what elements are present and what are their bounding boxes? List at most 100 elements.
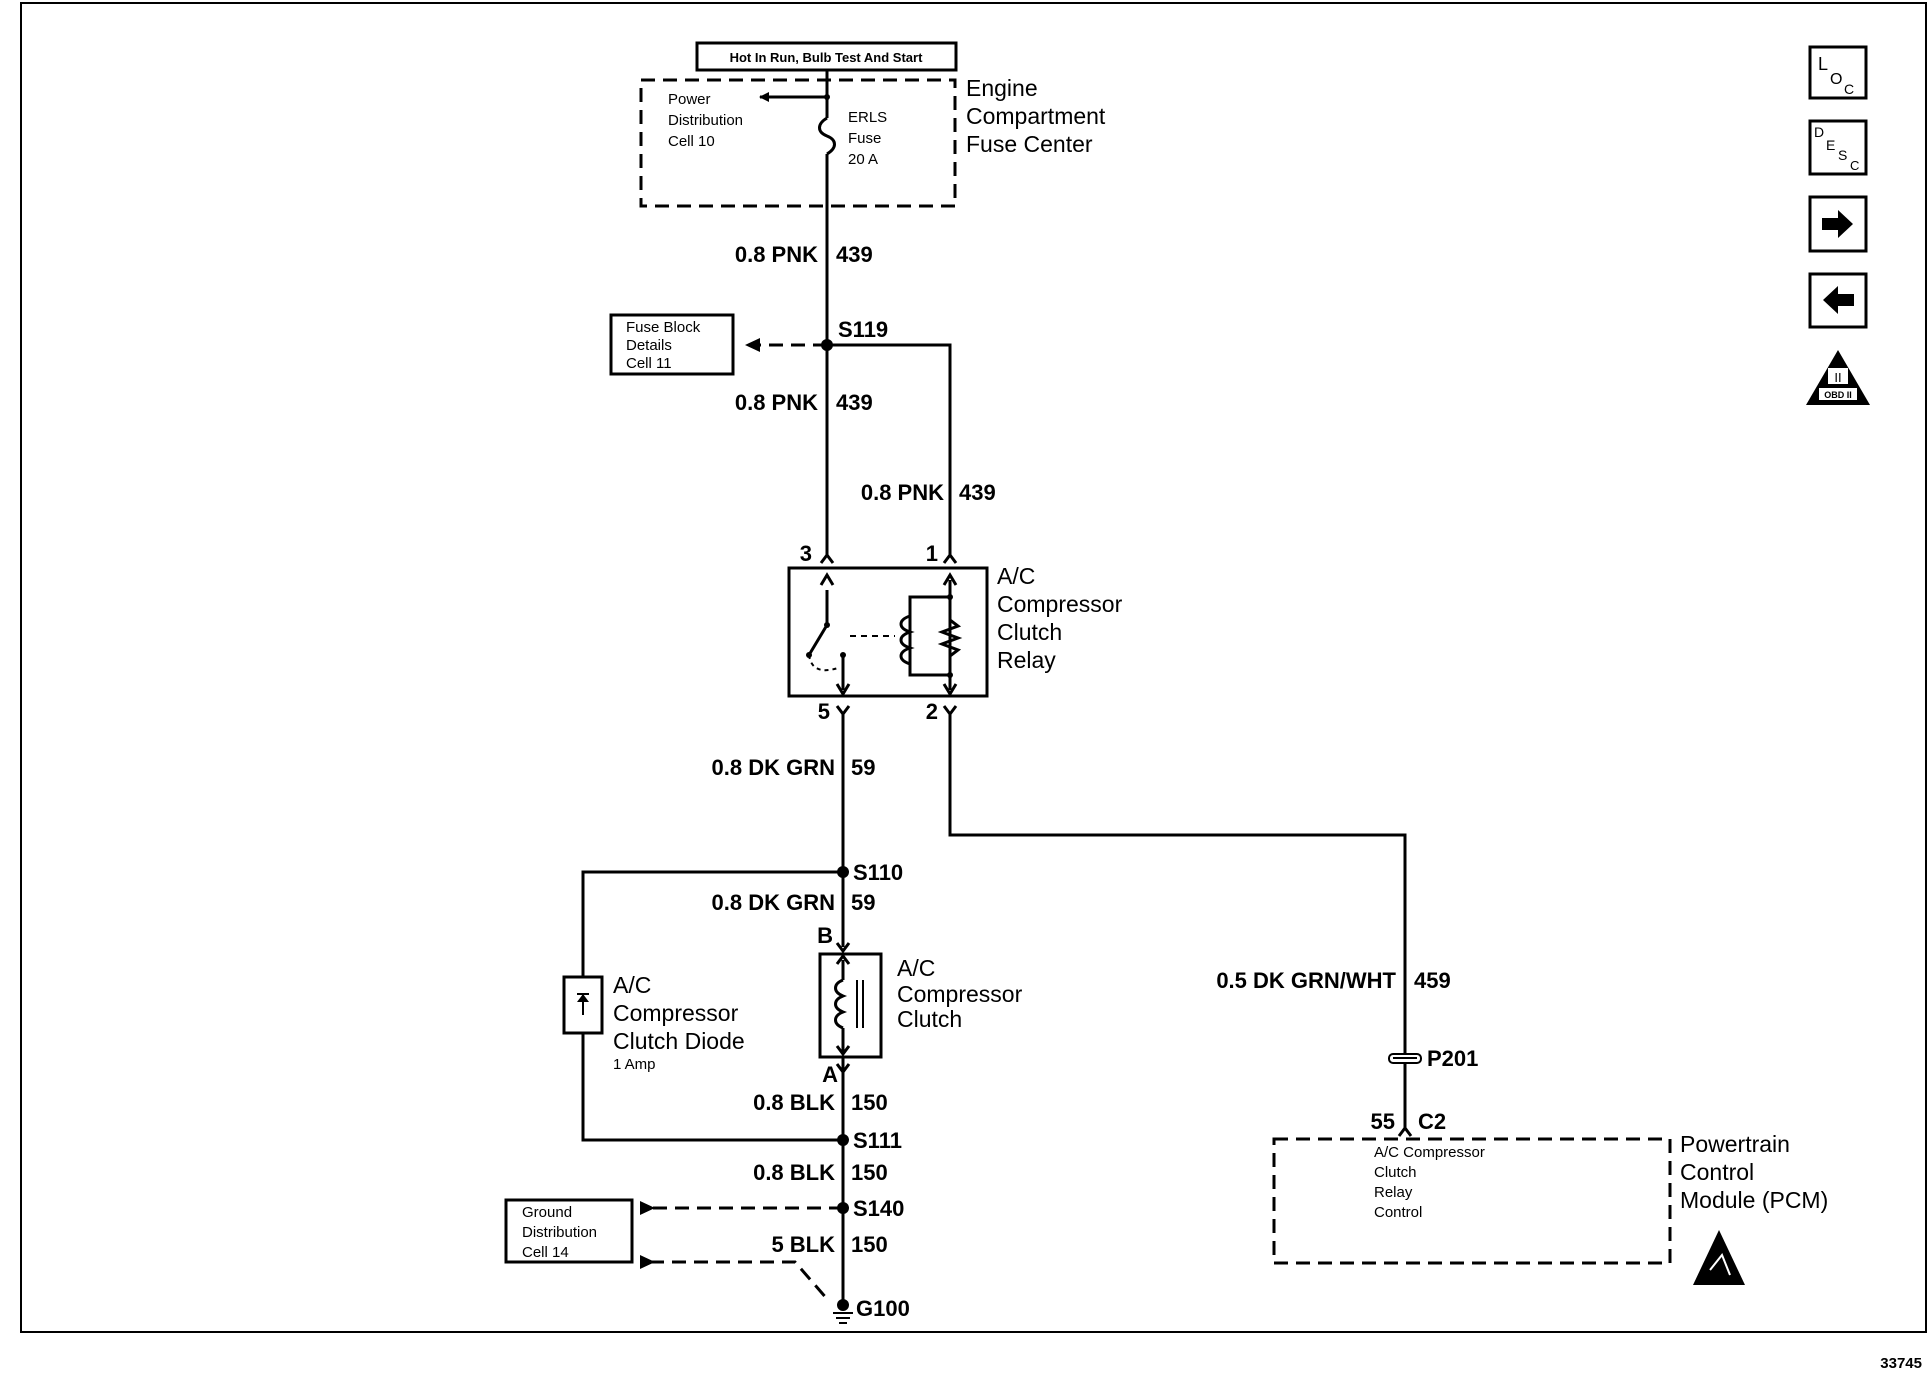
pcm-title: Powertrain Control Module (PCM) bbox=[1680, 1131, 1828, 1213]
svg-text:A/C: A/C bbox=[613, 972, 651, 998]
wire-w1-circuit: 439 bbox=[836, 242, 873, 267]
relay-title: A/C Compressor Clutch Relay bbox=[997, 563, 1123, 673]
power-condition-box: Hot In Run, Bulb Test And Start bbox=[695, 41, 958, 72]
fuse-label: Fuse bbox=[848, 130, 881, 147]
splice-s111-label: S111 bbox=[853, 1128, 902, 1153]
fuse-center-title: Engine Compartment Fuse Center bbox=[966, 75, 1106, 157]
ground-ref-line-2 bbox=[650, 1260, 830, 1301]
clutch-pin-a: A bbox=[822, 1062, 838, 1087]
clutch-box bbox=[818, 952, 883, 1059]
wire-w9-gauge: 0.5 DK GRN/WHT bbox=[1216, 968, 1396, 993]
wire-w8-gauge: 5 BLK bbox=[771, 1232, 835, 1257]
diode-symbol bbox=[562, 975, 604, 1035]
svg-text:Compressor: Compressor bbox=[997, 591, 1123, 617]
wire-w8-circuit: 150 bbox=[851, 1232, 888, 1257]
svg-text:L: L bbox=[1818, 54, 1828, 74]
svg-text:Compressor: Compressor bbox=[613, 1000, 739, 1026]
svg-text:Fuse Center: Fuse Center bbox=[966, 131, 1093, 157]
wire-w3-circuit: 439 bbox=[959, 480, 996, 505]
wire-w1-gauge: 0.8 PNK bbox=[735, 242, 818, 267]
svg-text:A/C: A/C bbox=[997, 563, 1035, 589]
pcm-pin: 55 bbox=[1371, 1109, 1395, 1134]
right-arrow-icon bbox=[1822, 210, 1853, 238]
svg-text:Details: Details bbox=[626, 337, 672, 354]
relay-connectors-bottom bbox=[835, 705, 958, 717]
ground-ref-box: Ground Distribution Cell 14 bbox=[504, 1198, 634, 1264]
svg-text:Clutch: Clutch bbox=[1374, 1164, 1417, 1181]
power-dist-line-2: Distribution bbox=[668, 112, 743, 129]
svg-text:Powertrain: Powertrain bbox=[1680, 1131, 1790, 1157]
wire-459 bbox=[948, 714, 1407, 1128]
left-arrow-icon bbox=[1823, 286, 1854, 314]
wire-w3-gauge: 0.8 PNK bbox=[861, 480, 944, 505]
svg-text:Fuse Block: Fuse Block bbox=[626, 319, 701, 336]
splice-s140-label: S140 bbox=[853, 1196, 904, 1221]
pcm-connector-label: C2 bbox=[1418, 1109, 1446, 1134]
wire-439-branch bbox=[827, 343, 952, 555]
wire-w4-circuit: 59 bbox=[851, 755, 875, 780]
svg-text:A/C: A/C bbox=[897, 955, 935, 981]
diode-title: A/C Compressor Clutch Diode 1 Amp bbox=[613, 972, 745, 1073]
relay-box bbox=[787, 566, 989, 698]
desc-icon[interactable]: D E S C bbox=[1808, 119, 1868, 176]
svg-text:Compartment: Compartment bbox=[966, 103, 1106, 129]
ground-ref-arrow-1 bbox=[640, 1201, 655, 1215]
esd-warning-icon bbox=[1693, 1230, 1745, 1285]
svg-text:Cell 11: Cell 11 bbox=[626, 355, 672, 372]
connector-p201-label: P201 bbox=[1427, 1046, 1478, 1071]
ground-g100-label: G100 bbox=[856, 1296, 910, 1321]
relay-connectors-top bbox=[819, 552, 958, 564]
svg-text:E: E bbox=[1826, 137, 1835, 153]
obd-ii-icon[interactable]: II OBD II bbox=[1806, 350, 1870, 405]
svg-text:Clutch: Clutch bbox=[997, 619, 1062, 645]
fuse-feed bbox=[759, 70, 830, 118]
wire-w5-gauge: 0.8 DK GRN bbox=[712, 890, 835, 915]
svg-text:Control: Control bbox=[1680, 1159, 1754, 1185]
svg-text:O: O bbox=[1830, 71, 1842, 88]
splice-s111 bbox=[837, 1134, 849, 1146]
loc-icon[interactable]: L O C bbox=[1808, 45, 1868, 100]
power-dist-line-1: Power bbox=[668, 91, 711, 108]
svg-text:Cell 14: Cell 14 bbox=[522, 1244, 569, 1261]
svg-text:D: D bbox=[1814, 124, 1824, 140]
wire-w4-gauge: 0.8 DK GRN bbox=[712, 755, 835, 780]
svg-text:OBD II: OBD II bbox=[1824, 390, 1852, 400]
svg-text:C: C bbox=[1844, 81, 1854, 97]
fuse-rating: 20 A bbox=[848, 151, 878, 168]
prev-page-button[interactable] bbox=[1808, 272, 1868, 329]
splice-s119-label: S119 bbox=[838, 317, 888, 342]
clutch-pin-b: B bbox=[817, 923, 833, 948]
relay-pin-1: 1 bbox=[926, 541, 938, 566]
relay-pin-3: 3 bbox=[800, 541, 812, 566]
wire-w7-gauge: 0.8 BLK bbox=[753, 1160, 835, 1185]
relay-pin-2: 2 bbox=[926, 699, 938, 724]
svg-text:C: C bbox=[1850, 158, 1859, 173]
wire-w7-circuit: 150 bbox=[851, 1160, 888, 1185]
clutch-coil bbox=[834, 953, 864, 1057]
connector-p201 bbox=[1388, 1053, 1422, 1064]
clutch-connector-b bbox=[835, 942, 851, 954]
svg-text:S: S bbox=[1838, 147, 1847, 163]
svg-text:Module (PCM): Module (PCM) bbox=[1680, 1187, 1828, 1213]
svg-text:Compressor: Compressor bbox=[897, 981, 1023, 1007]
fuse-center-box: Power Distribution Cell 10 ERLS Fuse 20 … bbox=[639, 78, 957, 208]
svg-text:Distribution: Distribution bbox=[522, 1224, 597, 1241]
svg-text:Clutch Diode: Clutch Diode bbox=[613, 1028, 745, 1054]
fuse-block-ref-arrow bbox=[745, 338, 760, 352]
ground-ref-arrow-2 bbox=[640, 1255, 655, 1269]
pcm-box bbox=[1272, 1137, 1672, 1265]
clutch-title: A/C Compressor Clutch bbox=[897, 955, 1023, 1032]
svg-text:Control: Control bbox=[1374, 1204, 1422, 1221]
svg-text:Clutch: Clutch bbox=[897, 1006, 962, 1032]
wire-w6-circuit: 150 bbox=[851, 1090, 888, 1115]
diode-rating: 1 Amp bbox=[613, 1056, 656, 1073]
svg-text:A/C Compressor: A/C Compressor bbox=[1374, 1144, 1485, 1161]
svg-text:Engine: Engine bbox=[966, 75, 1038, 101]
next-page-button[interactable] bbox=[1808, 195, 1868, 253]
wire-w2-gauge: 0.8 PNK bbox=[735, 390, 818, 415]
fuse-name: ERLS bbox=[848, 109, 887, 126]
pcm-function-label: A/C Compressor Clutch Relay Control bbox=[1374, 1144, 1485, 1221]
power-dist-line-3: Cell 10 bbox=[668, 133, 715, 150]
wire-w6-gauge: 0.8 BLK bbox=[753, 1090, 835, 1115]
